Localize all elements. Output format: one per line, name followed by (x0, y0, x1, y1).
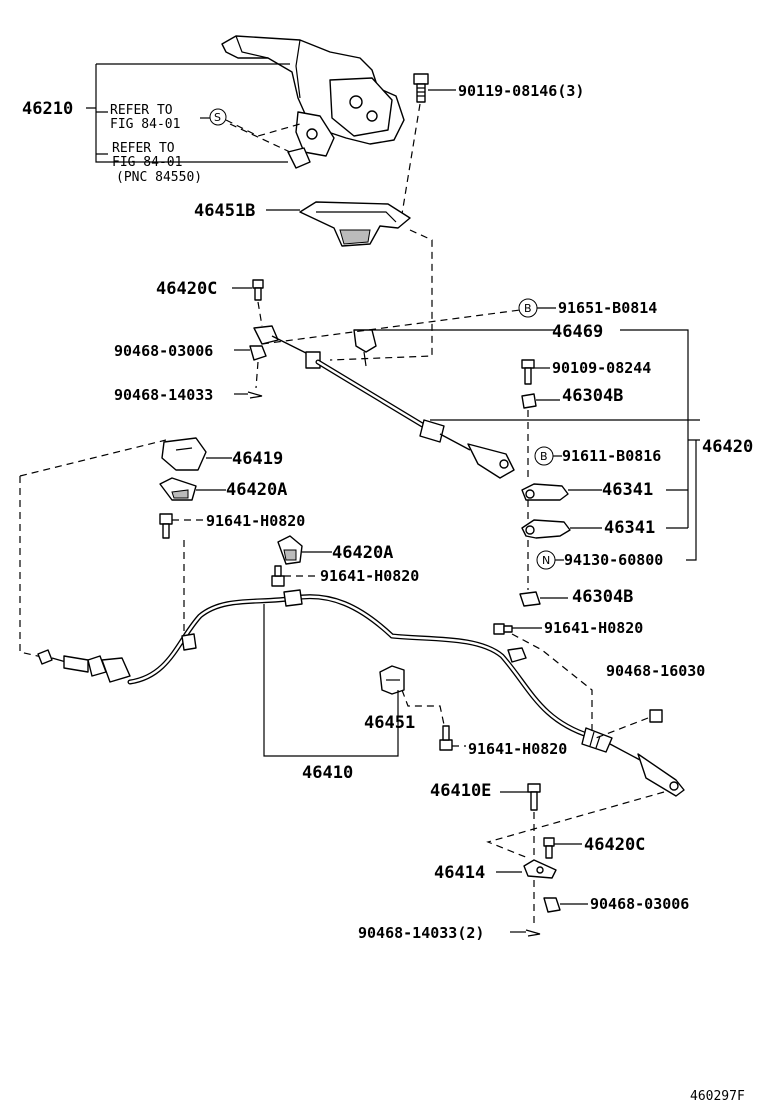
refer-2-pnc: (PNC 84550) (116, 170, 202, 185)
refer-2-line2: FIG 84-01 (112, 155, 182, 170)
label-46341-b: 46341 (604, 518, 655, 538)
bolt-90109-icon (521, 359, 535, 385)
label-46420: 46420 (702, 437, 753, 457)
label-46420a-1: 46420A (226, 480, 287, 500)
label-46451: 46451 (364, 713, 415, 733)
circle-s-marker (209, 108, 227, 126)
clip-cable-right-icon (507, 647, 527, 663)
label-91641-2: 91641-H0820 (320, 567, 419, 585)
circle-s-text: S (214, 111, 221, 124)
label-90468-16030: 90468-16030 (606, 662, 705, 680)
label-46410e: 46410E (430, 781, 491, 801)
label-91611: 91611-B0816 (562, 447, 661, 465)
plate-46451b-icon (299, 201, 411, 247)
pin-46420c-top-icon (252, 279, 264, 301)
bushing-46304b-top-icon (521, 393, 537, 409)
bolt-91641-3-icon (493, 623, 513, 635)
label-90468-14033-top: 90468-14033 (114, 386, 213, 404)
label-90468-03006-bot: 90468-03006 (590, 895, 689, 913)
clip-90468-14033-top-icon (247, 391, 263, 399)
label-46414: 46414 (434, 863, 485, 883)
label-46304b-top: 46304B (562, 386, 623, 406)
clip-46419-icon (161, 437, 207, 471)
refer-2-line1: REFER TO (112, 141, 175, 156)
pin-46420c-bot-icon (543, 837, 555, 859)
lever-46341-a-icon (521, 483, 569, 501)
label-46451b: 46451B (194, 201, 255, 221)
refer-1-line1: REFER TO (110, 103, 173, 118)
equalizer-46414-icon (523, 859, 557, 879)
clip-90468-03006-bot-icon (543, 897, 561, 913)
clip-90468-14033-bot-icon (525, 929, 541, 937)
label-46210: 46210 (22, 99, 73, 119)
circle-n-text: N (542, 554, 550, 567)
label-91651: 91651-B0814 (558, 299, 657, 317)
refer-1-line2: FIG 84-01 (110, 117, 180, 132)
brake-lever-assembly (221, 35, 405, 169)
label-46341-a: 46341 (602, 480, 653, 500)
label-91641-4: 91641-H0820 (468, 740, 567, 758)
lever-46341-b-icon (521, 519, 571, 539)
circle-b1-text: B (524, 302, 532, 315)
clip-90468-16030-icon (649, 709, 663, 723)
bolt-91641-4-icon (439, 725, 453, 751)
label-91641-1: 91641-H0820 (206, 512, 305, 530)
bolt-90119-icon (413, 73, 429, 103)
label-46420a-2: 46420A (332, 543, 393, 563)
label-91641-3: 91641-H0820 (544, 619, 643, 637)
label-46420c-bot: 46420C (584, 835, 645, 855)
front-cable-46420 (253, 325, 515, 479)
bushing-46304b-bot-icon (519, 591, 541, 607)
bracket-46451-icon (379, 665, 405, 695)
label-94130: 94130-60800 (564, 551, 663, 569)
label-46410: 46410 (302, 763, 353, 783)
label-46304b-bot: 46304B (572, 587, 633, 607)
label-90468-14033-bot: 90468-14033(2) (358, 924, 484, 942)
label-46469: 46469 (552, 322, 603, 342)
label-46419: 46419 (232, 449, 283, 469)
rear-cable-46410 (37, 589, 685, 797)
clip-46420a-1-icon (159, 477, 197, 501)
clip-90468-03006-top-icon (249, 345, 267, 361)
figure-id: 460297F (690, 1089, 745, 1104)
circle-b2-text: B (540, 450, 548, 463)
bolt-91641-1-icon (159, 513, 173, 539)
label-46420c-top: 46420C (156, 279, 217, 299)
bolt-91641-2-icon (271, 565, 285, 587)
clip-46469-icon (353, 329, 377, 367)
label-90119: 90119-08146(3) (458, 82, 584, 100)
clip-46420a-2-icon (277, 535, 303, 565)
label-90468-03006-top: 90468-03006 (114, 342, 213, 360)
bolt-46410e-icon (527, 783, 541, 811)
label-90109: 90109-08244 (552, 359, 651, 377)
